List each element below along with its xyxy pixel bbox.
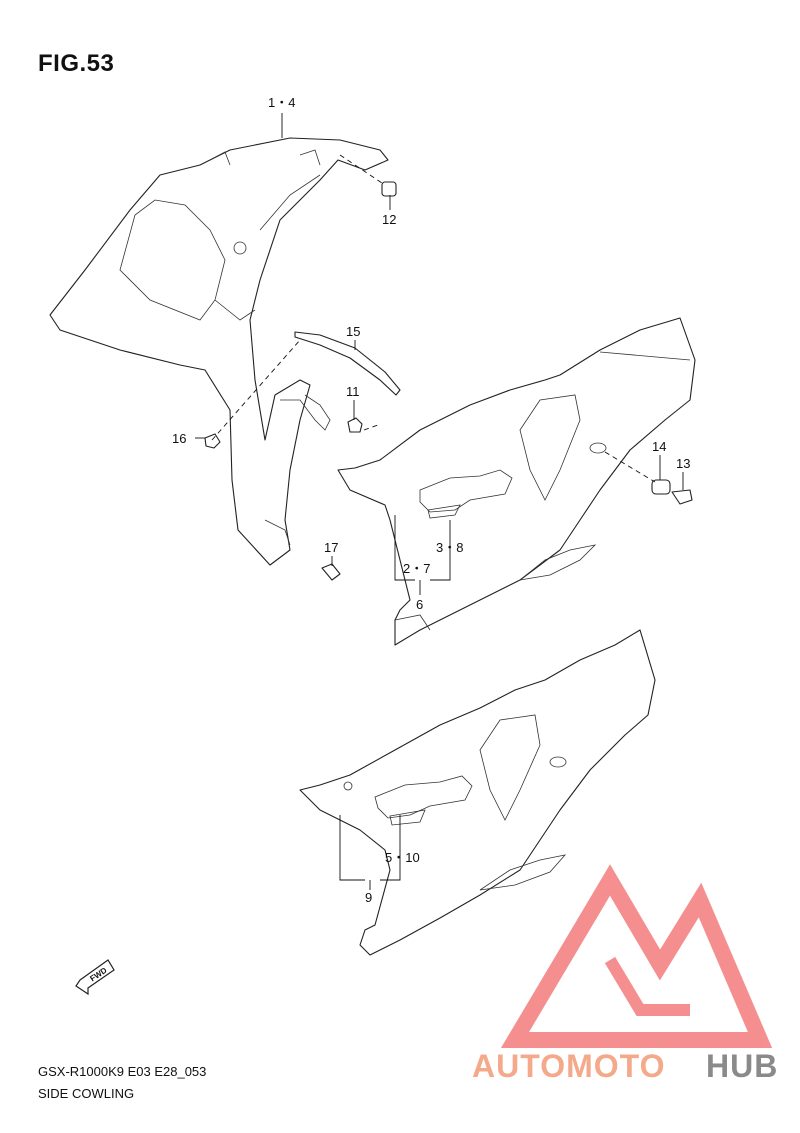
- part-callouts: 1・4 12 15 11 16 14 13 3・8 2・7 6 17 5・10 …: [172, 95, 690, 905]
- lower-cowling-part: [299, 629, 656, 956]
- figure-title: FIG.53: [38, 50, 115, 77]
- section-name-label: SIDE COWLING: [38, 1086, 135, 1101]
- watermark-text-automoto: AUTOMOTO: [472, 1048, 666, 1084]
- hardware-items: [204, 181, 693, 581]
- callout-5-10: 5・10: [385, 850, 420, 865]
- callout-15: 15: [346, 324, 360, 339]
- callout-17: 17: [324, 540, 338, 555]
- callout-11: 11: [346, 384, 360, 399]
- fwd-arrow-icon: FWD: [75, 959, 115, 996]
- watermark-text-hub: HUB: [706, 1048, 779, 1084]
- upper-cowling-part: [49, 137, 389, 566]
- callout-9: 9: [365, 890, 372, 905]
- middle-cowling-part: [337, 317, 696, 646]
- watermark-logo-icon: [500, 864, 773, 1048]
- callout-16: 16: [172, 431, 186, 446]
- callout-3-8: 3・8: [436, 540, 463, 555]
- model-code-label: GSX-R1000K9 E03 E28_053: [38, 1064, 207, 1079]
- callout-12: 12: [382, 212, 396, 227]
- callout-6: 6: [416, 597, 423, 612]
- callout-13: 13: [676, 456, 690, 471]
- callout-14: 14: [652, 439, 666, 454]
- leader-lines: [195, 113, 684, 890]
- callout-1-4: 1・4: [268, 95, 295, 110]
- callout-2-7: 2・7: [403, 561, 430, 576]
